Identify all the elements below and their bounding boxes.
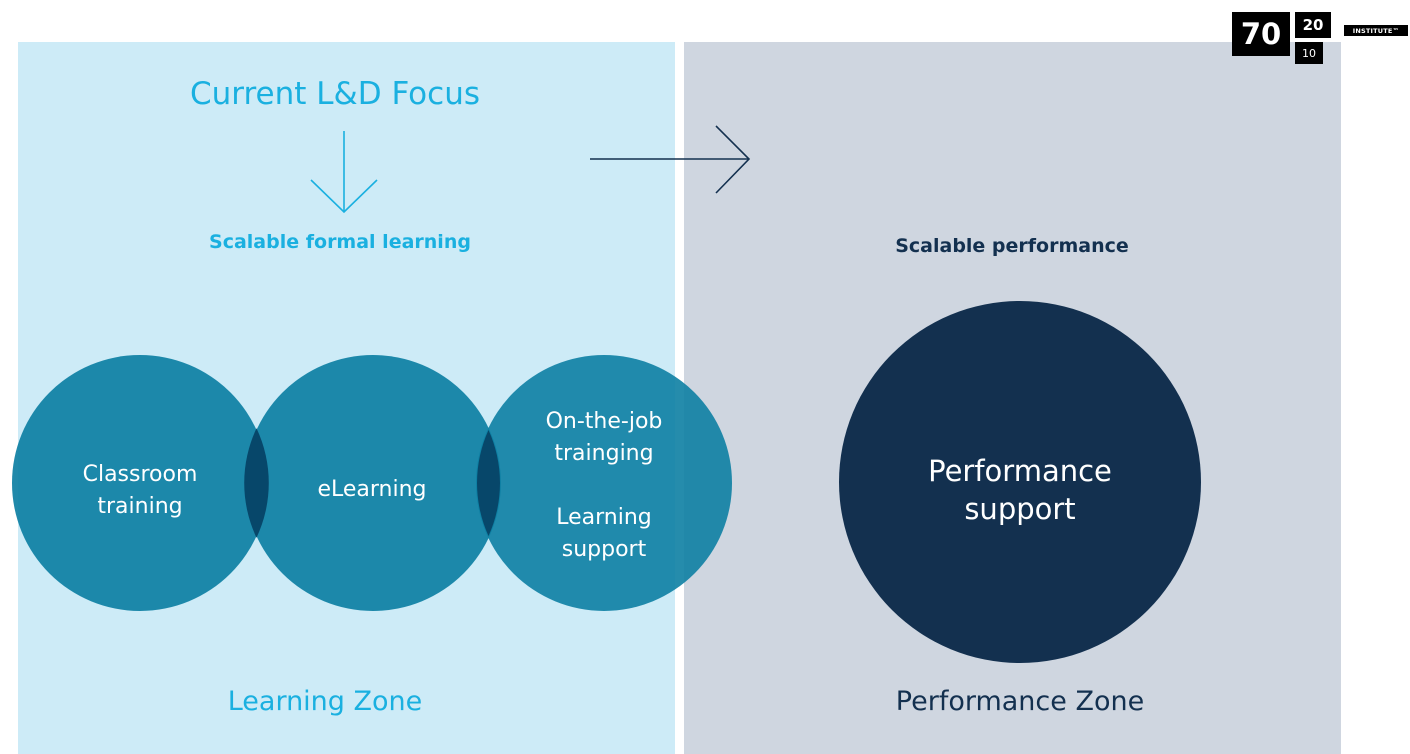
- learning-zone-label: Learning Zone: [227, 686, 423, 717]
- performance-support-circle: [839, 301, 1201, 663]
- on-the-job-circle: [476, 355, 732, 611]
- on-the-job-learning-support-label: On-the-job trainging Learning support: [545, 409, 663, 562]
- logo-institute-text: INSTITUTE™: [1344, 25, 1408, 36]
- right-arrow-icon: [590, 125, 751, 194]
- classroom-training-label: Classroom training: [82, 462, 198, 519]
- performance-zone-label: Performance Zone: [895, 686, 1145, 717]
- logo-10-box: 10: [1295, 42, 1323, 64]
- logo-70-box: 70: [1232, 12, 1290, 56]
- current-focus-title: Current L&D Focus: [190, 76, 480, 112]
- performance-support-label: Performance support: [928, 454, 1112, 526]
- elearning-circle: [245, 355, 501, 611]
- logo-20-box: 20: [1295, 12, 1331, 38]
- elearning-label: eLearning: [317, 477, 427, 502]
- scalable-performance-label: Scalable performance: [895, 235, 1129, 257]
- overlap-lens-1: [244, 428, 269, 538]
- overlap-lens-2: [477, 430, 500, 536]
- scalable-formal-learning-label: Scalable formal learning: [209, 231, 471, 253]
- down-arrow-icon: [310, 131, 378, 214]
- classroom-circle: [12, 355, 268, 611]
